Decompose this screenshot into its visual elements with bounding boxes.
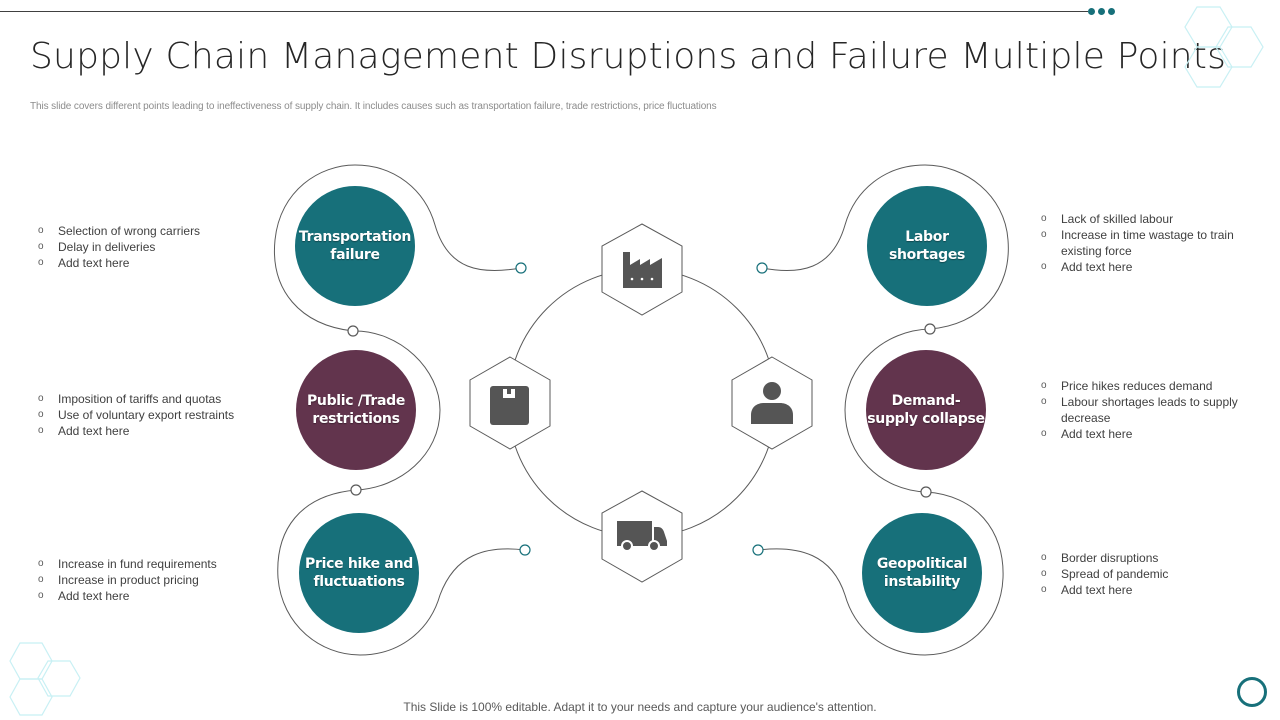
cause-label-line: Demand- xyxy=(891,393,961,409)
list-item: Add text here xyxy=(38,423,268,439)
cause-label-demand: Demand- supply collapse xyxy=(861,392,991,428)
page-title: Supply Chain Management Disruptions and … xyxy=(30,36,1227,77)
connector-node xyxy=(756,262,768,274)
list-item: Delay in deliveries xyxy=(38,239,258,255)
list-item: Use of voluntary export restraints xyxy=(38,407,268,423)
connector-left-bottom xyxy=(277,489,526,656)
connector-node xyxy=(924,323,936,335)
bullet-list-price: Increase in fund requirements Increase i… xyxy=(38,556,258,604)
list-item: Add text here xyxy=(38,588,258,604)
corner-ring-decoration xyxy=(1237,677,1267,707)
footer-note: This Slide is 100% editable. Adapt it to… xyxy=(403,700,877,714)
cause-label-transportation: Transportation failure xyxy=(290,228,420,264)
cause-circle-geopolitical xyxy=(862,513,982,633)
list-item: Labour shortages leads to supply decreas… xyxy=(1041,394,1241,426)
list-item: Increase in fund requirements xyxy=(38,556,258,572)
connector-left-mid xyxy=(352,330,441,491)
connector-right-bottom xyxy=(757,491,1004,656)
cause-label-line: instability xyxy=(883,574,961,590)
list-item: Price hikes reduces demand xyxy=(1041,378,1241,394)
connector-node xyxy=(752,544,764,556)
connector-left-top xyxy=(273,164,522,332)
cause-label-line: fluctuations xyxy=(313,574,405,590)
decor-hexagons-top xyxy=(1184,6,1264,88)
cause-circle-demand xyxy=(866,350,986,470)
cause-label-labor: Labor shortages xyxy=(862,228,992,264)
factory-icon xyxy=(623,252,662,288)
list-item: Add text here xyxy=(1041,582,1241,598)
header-rule xyxy=(0,11,1088,12)
cause-label-geopolitical: Geopolitical instability xyxy=(857,555,987,591)
dot-icon xyxy=(1088,8,1095,15)
cause-circle-transportation xyxy=(295,186,415,306)
list-item: Increase in product pricing xyxy=(38,572,258,588)
cause-label-line: Public /Trade xyxy=(306,393,406,409)
list-item: Increase in time wastage to train existi… xyxy=(1041,227,1241,259)
connector-node xyxy=(347,325,359,337)
bullet-list-geopolitical: Border disruptions Spread of pandemic Ad… xyxy=(1041,550,1241,598)
list-item: Spread of pandemic xyxy=(1041,566,1241,582)
connector-node xyxy=(515,262,527,274)
bullet-list-labor: Lack of skilled labour Increase in time … xyxy=(1041,211,1241,275)
header-dots-decoration xyxy=(1088,8,1115,15)
cause-circle-price xyxy=(299,513,419,633)
cause-label-line: Price hike and xyxy=(305,556,413,572)
list-item: Border disruptions xyxy=(1041,550,1241,566)
list-item: Selection of wrong carriers xyxy=(38,223,258,239)
list-item: Add text here xyxy=(38,255,258,271)
cause-label-line: restrictions xyxy=(312,411,400,427)
cause-label-trade: Public /Trade restrictions xyxy=(291,392,421,428)
connector-right-top xyxy=(761,164,1009,330)
cause-circle-labor xyxy=(867,186,987,306)
cause-label-line: supply collapse xyxy=(867,411,985,427)
page-subtitle: This slide covers different points leadi… xyxy=(30,101,717,112)
list-item: Imposition of tariffs and quotas xyxy=(38,391,268,407)
package-icon xyxy=(490,386,529,425)
cause-circle-trade xyxy=(296,350,416,470)
cause-label-price: Price hike and fluctuations xyxy=(294,555,424,591)
decor-hexagons-bottom xyxy=(9,642,81,716)
list-item: Add text here xyxy=(1041,259,1241,275)
cause-label-line: Transportation xyxy=(298,229,412,245)
dot-icon xyxy=(1108,8,1115,15)
connector-node xyxy=(350,484,362,496)
cause-label-line: Geopolitical xyxy=(876,556,968,572)
dot-icon xyxy=(1098,8,1105,15)
bullet-list-demand: Price hikes reduces demand Labour shorta… xyxy=(1041,378,1241,442)
bullet-list-transportation: Selection of wrong carriers Delay in del… xyxy=(38,223,258,271)
list-item: Add text here xyxy=(1041,426,1241,442)
person-icon xyxy=(751,382,793,424)
cause-label-line: shortages xyxy=(888,247,966,263)
connector-node xyxy=(920,486,932,498)
list-item: Lack of skilled labour xyxy=(1041,211,1241,227)
bullet-list-trade: Imposition of tariffs and quotas Use of … xyxy=(38,391,268,439)
truck-icon xyxy=(617,521,667,552)
cause-label-line: failure xyxy=(330,247,380,263)
connector-node xyxy=(519,544,531,556)
cause-label-line: Labor xyxy=(905,229,949,245)
connector-right-mid xyxy=(844,328,931,493)
